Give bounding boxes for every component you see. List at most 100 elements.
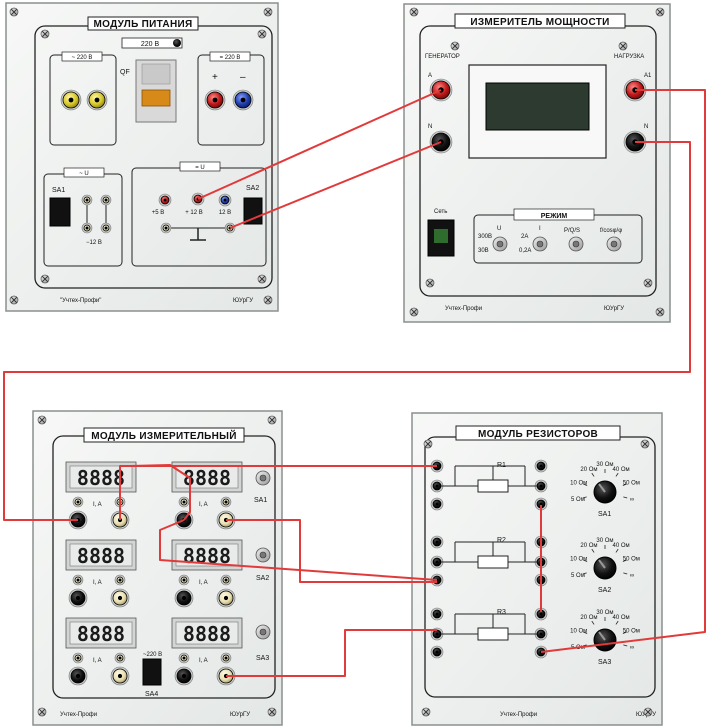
measure-sa4-switch[interactable]: [142, 658, 162, 686]
resistor-module-panel: [411, 412, 663, 726]
power-sa2-switch[interactable]: [243, 197, 263, 225]
ammeter-small2-socket-1-2[interactable]: [220, 496, 232, 508]
meter-uni: ЮУрГУ: [604, 306, 624, 312]
r1-right-socket-1[interactable]: [534, 459, 548, 473]
r1-sa-label: SA1: [598, 511, 611, 518]
mode-current-toggle[interactable]: [532, 236, 548, 252]
meter-screw-inner-br: [643, 278, 653, 288]
r1-resistor-body: [477, 479, 509, 493]
v12-socket-hole: [223, 198, 227, 202]
plus-5v-socket[interactable]: [158, 193, 172, 207]
r1-left-socket-3[interactable]: [430, 497, 444, 511]
r3-ohm-selector-label-ohm50: 50 Ом: [623, 628, 640, 634]
ammeter-cream-socket-3-1-hole: [117, 673, 123, 679]
r1-right-socket-3[interactable]: [534, 497, 548, 511]
r1-right-socket-2[interactable]: [534, 479, 548, 493]
power-screw-inner-tr-slot-b: [258, 30, 266, 38]
ammeter-black-socket-3-1[interactable]: [68, 666, 88, 686]
power-module-panel: [5, 2, 279, 312]
power-sa1-switch[interactable]: [49, 197, 71, 227]
ammeter-small-socket-3-2[interactable]: [178, 652, 190, 664]
meter-screw-inner-bl: [425, 278, 435, 288]
mode-fcos-toggle[interactable]: [606, 236, 622, 252]
generator-label: ГЕНЕРАТОР: [425, 54, 460, 60]
ac-u-socket-1[interactable]: [81, 194, 93, 206]
meter-screw-inner-l: [450, 41, 460, 51]
r1-ohm-selector-tick-0: [582, 496, 587, 499]
power-screw-tr-slot-b: [264, 8, 272, 16]
r3-left-socket-3[interactable]: [430, 645, 444, 659]
mode-30v: 30В: [478, 248, 489, 254]
power-meter-panel: [403, 3, 671, 323]
ammeter-small-socket-2-1[interactable]: [72, 574, 84, 586]
dc-220-minus-socket[interactable]: [232, 89, 254, 111]
ac-u-socket-2[interactable]: [100, 194, 112, 206]
dc-220-plus-socket[interactable]: [204, 89, 226, 111]
measure-screw-bl-slot-b: [38, 708, 46, 716]
gnd-socket-1[interactable]: [160, 222, 172, 234]
ammeter-small2-socket-2-1[interactable]: [114, 574, 126, 586]
r2-ohm-selector-label-ohm50: 50 Ом: [623, 556, 640, 562]
mode-pqs-toggle-lever: [572, 240, 580, 248]
r3-ohm-selector-tick-5: [622, 631, 627, 634]
r2-ohm-selector-label-ohm20: 20 Ом: [580, 543, 597, 549]
wire-ammeter-bottom-to-r3: [226, 629, 437, 677]
ammeter-cream-socket-2-1-hole: [117, 595, 123, 601]
ammeter-small2-socket-3-2[interactable]: [220, 652, 232, 664]
r3-ohm-selector-tick-0: [582, 644, 587, 647]
meter-screw-inner-r: [618, 41, 628, 51]
ammeter-small-socket-3-1[interactable]: [72, 652, 84, 664]
ammeter-black-socket-3-2[interactable]: [174, 666, 194, 686]
r3-ohm-selector-tick-4: [615, 620, 619, 625]
ammeter-small-socket-2-2[interactable]: [178, 574, 190, 586]
ammeter-small-socket-1-1[interactable]: [72, 496, 84, 508]
r2-label: R2: [497, 537, 506, 544]
resistor-screw-tr-slot-b: [641, 440, 649, 448]
wire-plus12-to-generator-a: [197, 89, 442, 200]
meter-screw-tl: [409, 7, 419, 17]
ac-220-socket-left[interactable]: [60, 89, 82, 111]
dc-minus-label: –: [240, 72, 246, 83]
ammeter-small2-socket-3-1[interactable]: [114, 652, 126, 664]
meter-screw-inner-bl-slot-b: [426, 279, 434, 287]
r2-left-socket-1[interactable]: [430, 535, 444, 549]
mode-02a: 0,2A: [519, 248, 531, 254]
ammeter-small-socket-1-1-hole: [76, 500, 80, 504]
ac-u-socket-4[interactable]: [100, 222, 112, 234]
measure-sa2-toggle[interactable]: [255, 547, 271, 563]
v12-socket[interactable]: [218, 193, 232, 207]
r1-ohm-selector-label-ohm10: 10 Ом: [570, 480, 587, 486]
measure-sa3-toggle[interactable]: [255, 624, 271, 640]
ammeter-small2-socket-3-2-hole: [224, 656, 228, 660]
measure-sa1-label: SA1: [254, 497, 267, 504]
r1-left-socket-2[interactable]: [430, 479, 444, 493]
measure-screw-br: [267, 707, 277, 717]
ac-220-socket-right[interactable]: [86, 89, 108, 111]
measure-220v-label: ~220 В: [143, 652, 162, 658]
breaker-switch-handle[interactable]: [141, 89, 171, 107]
mode-pqs-toggle[interactable]: [568, 236, 584, 252]
wire-ammeter-cream-to-r2: [226, 519, 437, 583]
r2-ohm-selector-tick-5: [622, 559, 627, 562]
ammeter-display-1-1: 8888: [65, 461, 137, 493]
dc-220-label: = 220 В: [220, 55, 241, 61]
r1-ohm-selector-tick-5: [622, 483, 627, 486]
measure-sa2-toggle-lever: [259, 551, 267, 559]
ammeter-cream-socket-2-2[interactable]: [216, 588, 236, 608]
ammeter-small2-socket-2-2[interactable]: [220, 574, 232, 586]
r3-left-socket-1[interactable]: [430, 607, 444, 621]
r2-ohm-selector-label-ohm40: 40 Ом: [612, 543, 629, 549]
power-screw-bl-slot-b: [10, 296, 18, 304]
mode-voltage-toggle[interactable]: [492, 236, 508, 252]
ammeter-small-socket-1-2[interactable]: [178, 496, 190, 508]
ac-u-socket-3[interactable]: [81, 222, 93, 234]
measure-sa1-toggle[interactable]: [255, 470, 271, 486]
measure-sa2-label: SA2: [256, 575, 269, 582]
ammeter-cream-socket-3-1[interactable]: [110, 666, 130, 686]
dc-220-plus-socket-hole: [212, 97, 218, 103]
ammeter-black-socket-2-2[interactable]: [174, 588, 194, 608]
ammeter-black-socket-2-1[interactable]: [68, 588, 88, 608]
ammeter-cream-socket-2-1[interactable]: [110, 588, 130, 608]
